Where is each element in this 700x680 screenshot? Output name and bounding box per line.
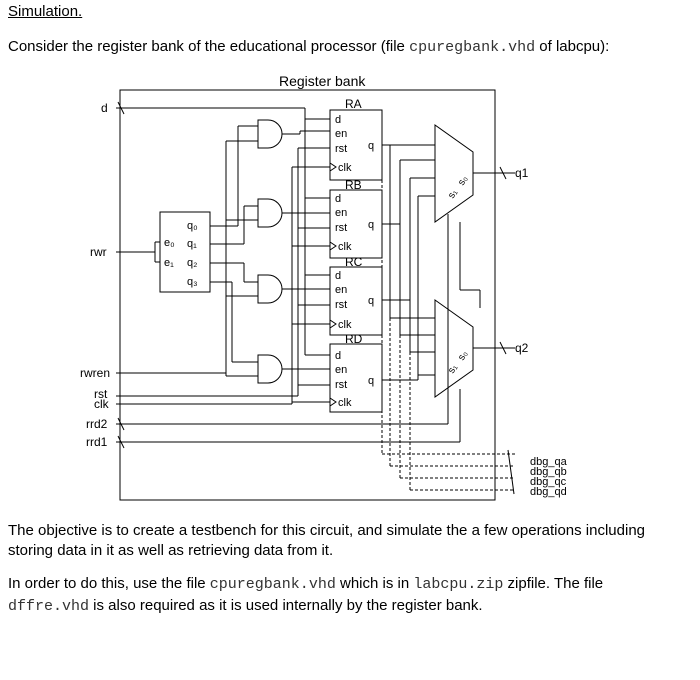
input-rst: rst (94, 387, 108, 401)
decoder-out-q0: q₀ (187, 220, 198, 232)
rb-en: en (335, 207, 347, 219)
intro-filename: cpuregbank.vhd (409, 39, 536, 56)
instr-file-regbank: cpuregbank.vhd (209, 576, 336, 593)
rb-rst: rst (335, 222, 347, 234)
ra-q: q (368, 140, 374, 152)
mux1-select-s1: s₁ (446, 187, 460, 200)
outer-box (119, 89, 496, 501)
rd-rst: rst (335, 379, 347, 391)
diagram-title: Register bank (279, 73, 366, 89)
instr-text-4: is also required as it is used internall… (89, 597, 483, 614)
instr-file-dffre: dffre.vhd (8, 598, 90, 615)
clk-triangle-ra (329, 162, 337, 172)
intro-text: Consider the register bank of the educat… (8, 38, 609, 56)
rc-rst: rst (335, 299, 347, 311)
rd-en: en (335, 364, 347, 376)
input-rwren: rwren (80, 366, 110, 380)
rc-clk: clk (338, 319, 352, 331)
bus-mark-rrd1 (117, 435, 125, 449)
and-gate-3 (257, 274, 283, 304)
register-name-ra: RA (345, 97, 362, 111)
rc-q: q (368, 295, 374, 307)
bus-mark-q1 (499, 166, 507, 180)
rb-d: d (335, 193, 341, 205)
decoder-out-q2: q₂ (187, 257, 197, 269)
and-gate-2 (257, 198, 283, 228)
instr-file-zip: labcpu.zip (413, 576, 504, 593)
decoder-out-q3: q₃ (187, 276, 198, 288)
bus-mark-dbg (507, 449, 515, 495)
output-dbg-qd: dbg_qd (530, 486, 567, 498)
decoder-in-e0: e₀ (164, 237, 175, 249)
register-bank-diagram: RA RB RC RD d en rst q clk d en rst q cl… (80, 73, 568, 501)
section-heading: Simulation. (8, 3, 83, 20)
input-rwr: rwr (90, 245, 107, 259)
decoder-box (159, 211, 211, 293)
instr-text-1: In order to do this, use the file (8, 575, 210, 592)
output-dbg-qc: dbg_qc (530, 476, 567, 488)
mux2-select-s0: s₀ (456, 349, 470, 362)
mux1-select-s0: s₀ (456, 174, 470, 187)
input-rrd1: rrd1 (86, 435, 108, 449)
objective-paragraph: The objective is to create a testbench f… (8, 522, 646, 559)
rd-d: d (335, 350, 341, 362)
output-q1: q1 (515, 166, 529, 180)
rb-clk: clk (338, 241, 352, 253)
clk-triangle-rb (329, 241, 337, 251)
and-gate-4 (257, 354, 283, 384)
output-dbg-qa: dbg_qa (530, 456, 568, 468)
rd-q: q (368, 375, 374, 387)
ra-rst: rst (335, 143, 347, 155)
ra-d: d (335, 114, 341, 126)
rc-d: d (335, 270, 341, 282)
decoder-in-e1: e₁ (164, 257, 174, 269)
mux-q1 (434, 124, 474, 223)
output-q2: q2 (515, 341, 529, 355)
bus-mark-rrd2 (117, 417, 125, 431)
instructions-paragraph: In order to do this, use the file cpureg… (8, 573, 678, 617)
bus-mark-q2 (499, 341, 507, 355)
input-clk: clk (94, 397, 110, 411)
instr-text-3: zipfile. The file (503, 575, 604, 592)
rd-clk: clk (338, 397, 352, 409)
clk-triangle-rc (329, 319, 337, 329)
intro-after: of labcpu): (535, 38, 610, 55)
mux-q2 (434, 299, 474, 398)
rc-en: en (335, 284, 347, 296)
intro-before: Consider the register bank of the educat… (8, 38, 410, 55)
input-rrd2: rrd2 (86, 417, 108, 431)
ra-en: en (335, 128, 347, 140)
and-gate-1 (257, 119, 283, 149)
output-dbg-qb: dbg_qb (530, 466, 567, 478)
clk-triangle-rd (329, 397, 337, 407)
instr-text-2: which is in (335, 575, 414, 592)
rb-q: q (368, 219, 374, 231)
decoder-out-q1: q₁ (187, 238, 197, 250)
input-d: d (101, 101, 108, 115)
register-name-rb: RB (345, 178, 362, 192)
bus-mark-d (117, 101, 125, 115)
register-name-rd: RD (345, 332, 363, 346)
ra-clk: clk (338, 162, 352, 174)
register-name-rc: RC (345, 255, 363, 269)
